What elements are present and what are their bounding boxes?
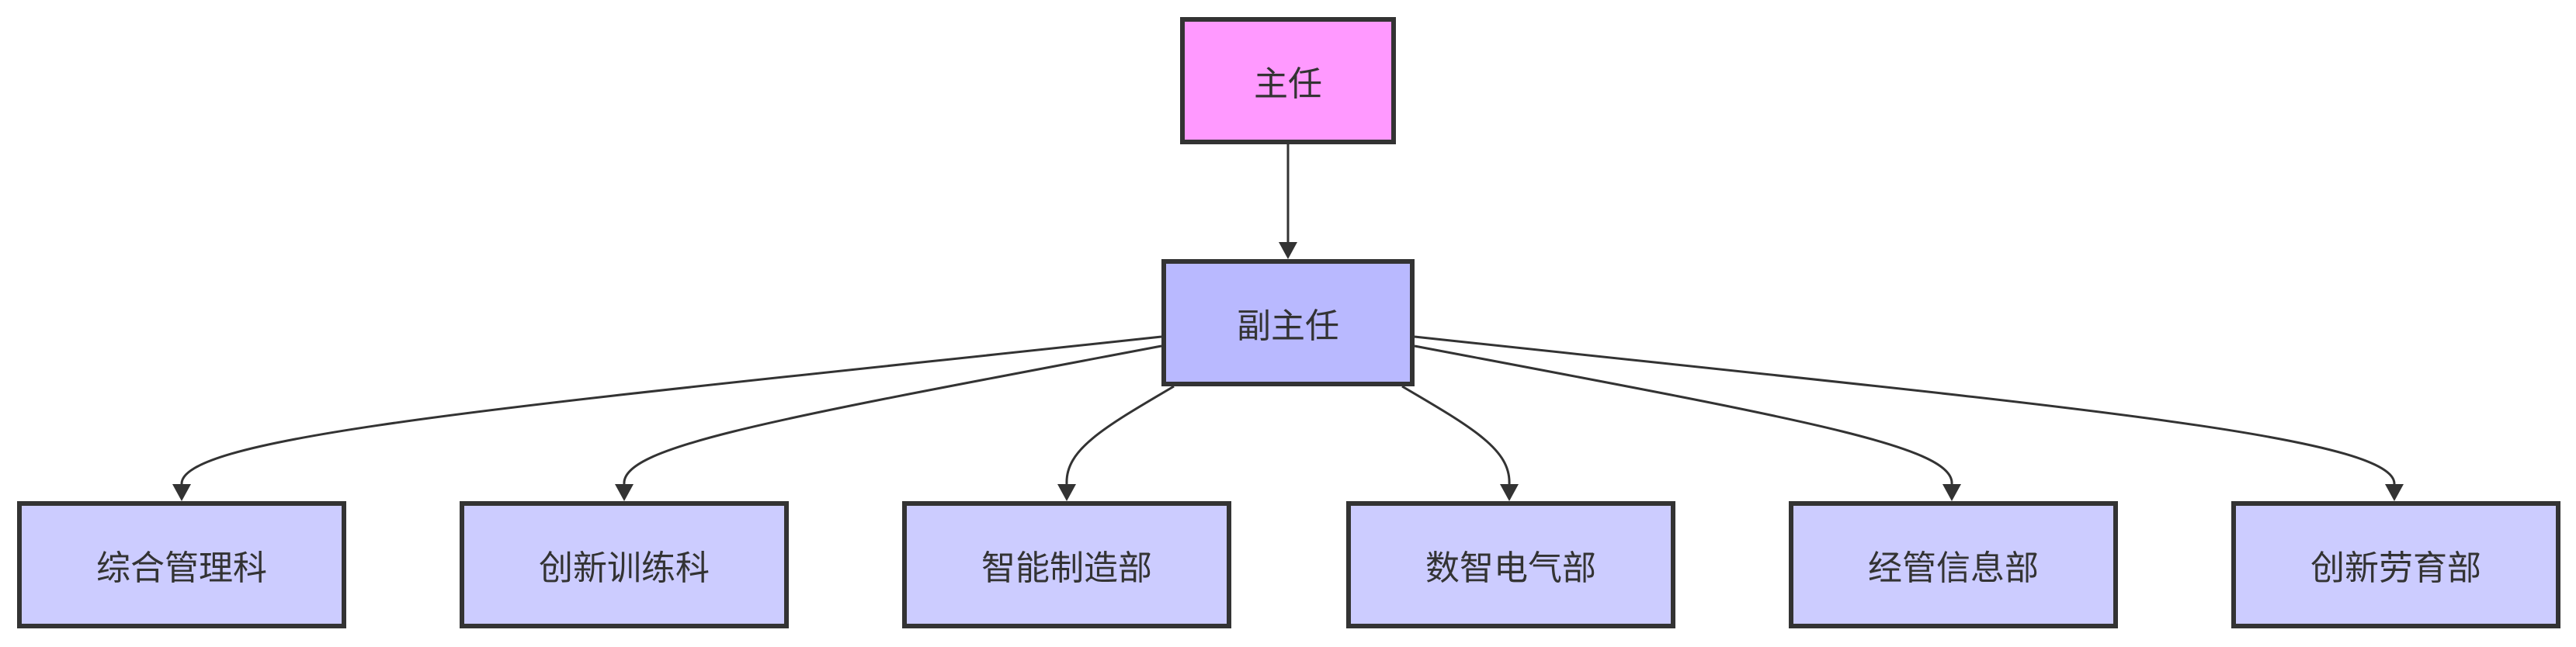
arrowhead-deputy xyxy=(1279,242,1297,259)
edge-deputy-to-dept-4 xyxy=(1414,344,1953,485)
edge-deputy-to-dept-0 xyxy=(180,335,1162,485)
department-node-general-management: 综合管理科 xyxy=(17,501,346,628)
department-node-innovation-training: 创新训练科 xyxy=(460,501,789,628)
department-node-innovation-labor-education: 创新劳育部 xyxy=(2231,501,2560,628)
arrowhead-dept-0 xyxy=(172,484,191,501)
arrowhead-dept-5 xyxy=(2385,484,2404,501)
department-node-digital-electrical: 数智电气部 xyxy=(1346,501,1675,628)
edge-deputy-to-dept-5 xyxy=(1414,335,2396,485)
edge-deputy-to-dept-1 xyxy=(623,344,1162,485)
director-node: 主任 xyxy=(1180,17,1396,144)
arrowhead-dept-1 xyxy=(615,484,634,501)
department-node-management-information: 经管信息部 xyxy=(1789,501,2118,628)
arrowhead-dept-2 xyxy=(1057,484,1076,501)
arrowhead-dept-3 xyxy=(1500,484,1519,501)
arrowhead-dept-4 xyxy=(1942,484,1961,501)
edge-deputy-to-dept-3 xyxy=(1401,385,1511,485)
edge-deputy-to-dept-2 xyxy=(1065,385,1175,485)
deputy-director-node: 副主任 xyxy=(1161,259,1415,386)
department-node-intelligent-manufacturing: 智能制造部 xyxy=(902,501,1231,628)
